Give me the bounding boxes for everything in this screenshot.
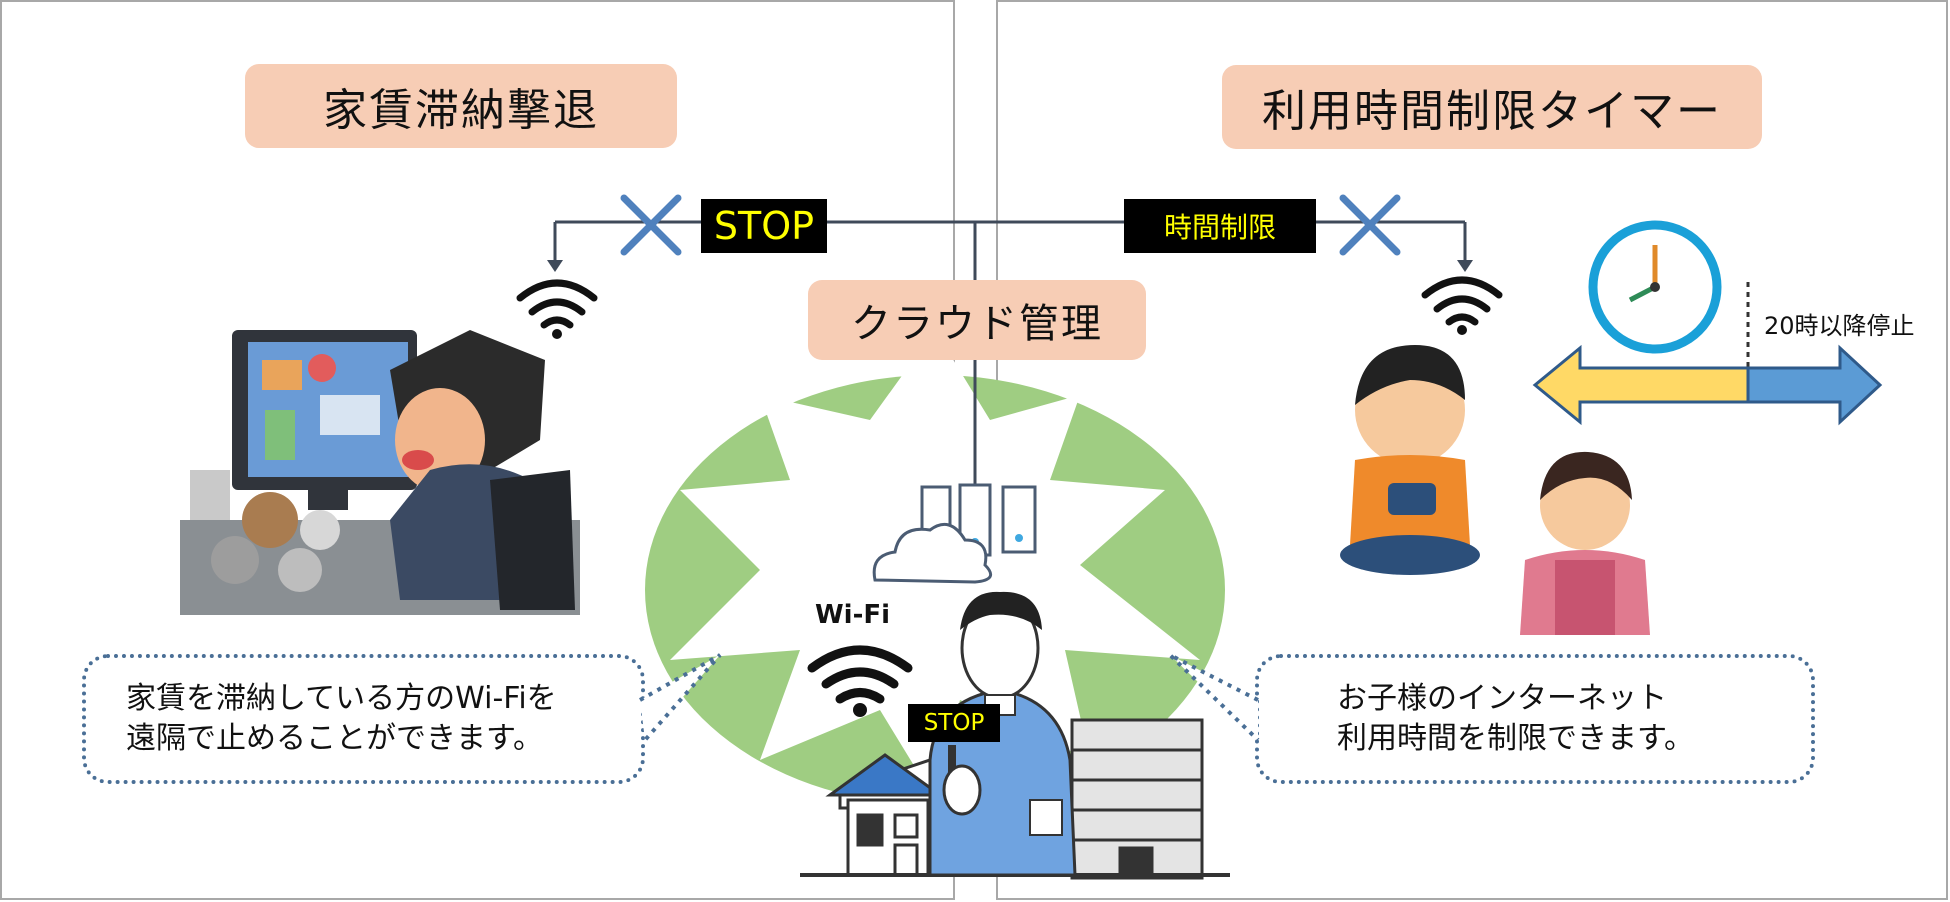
apartment-icon <box>1070 718 1204 880</box>
right-speech-bubble: お子様のインターネット 利用時間を制限できます。 <box>1255 654 1815 784</box>
wifi-icon <box>807 645 913 717</box>
right-bubble-line-1: お子様のインターネット <box>1337 681 1667 716</box>
time-limit-badge: 時間制限 <box>1124 199 1316 253</box>
stop-badge: STOP <box>701 199 827 253</box>
clock-icon <box>1588 220 1722 354</box>
mother-illustration <box>1520 451 1650 635</box>
right-bubble-line-2: 利用時間を制限できます。 <box>1337 721 1694 756</box>
right-title: 利用時間制限タイマー <box>1222 65 1762 149</box>
timeline-arrow-yellow <box>1532 344 1750 426</box>
cloud-title: クラウド管理 <box>808 280 1146 360</box>
cross-icon <box>1339 194 1401 256</box>
left-speech-bubble: 家賃を滞納している方のWi-Fiを 遠隔で止めることができます。 <box>82 654 645 784</box>
house-icon <box>825 753 945 877</box>
cutoff-label: 20時以降停止 <box>1764 312 1915 340</box>
left-bubble-line-1: 家賃を滞納している方のWi-Fiを <box>126 681 557 716</box>
gamer-illustration <box>180 330 580 615</box>
arrowhead-left <box>547 260 563 272</box>
timeline-arrow-blue <box>1746 344 1883 426</box>
wifi-label: Wi-Fi <box>815 600 891 630</box>
cross-icon <box>620 194 682 256</box>
wifi-icon <box>516 279 598 339</box>
stop-sign: STOP <box>908 704 1000 742</box>
left-title: 家賃滞納撃退 <box>245 64 677 148</box>
left-bubble-line-2: 遠隔で止めることができます。 <box>126 721 543 756</box>
wifi-icon <box>1421 276 1503 335</box>
arrowhead-right <box>1457 260 1473 272</box>
cloud-icon <box>872 522 993 584</box>
boy-illustration <box>1340 345 1480 575</box>
